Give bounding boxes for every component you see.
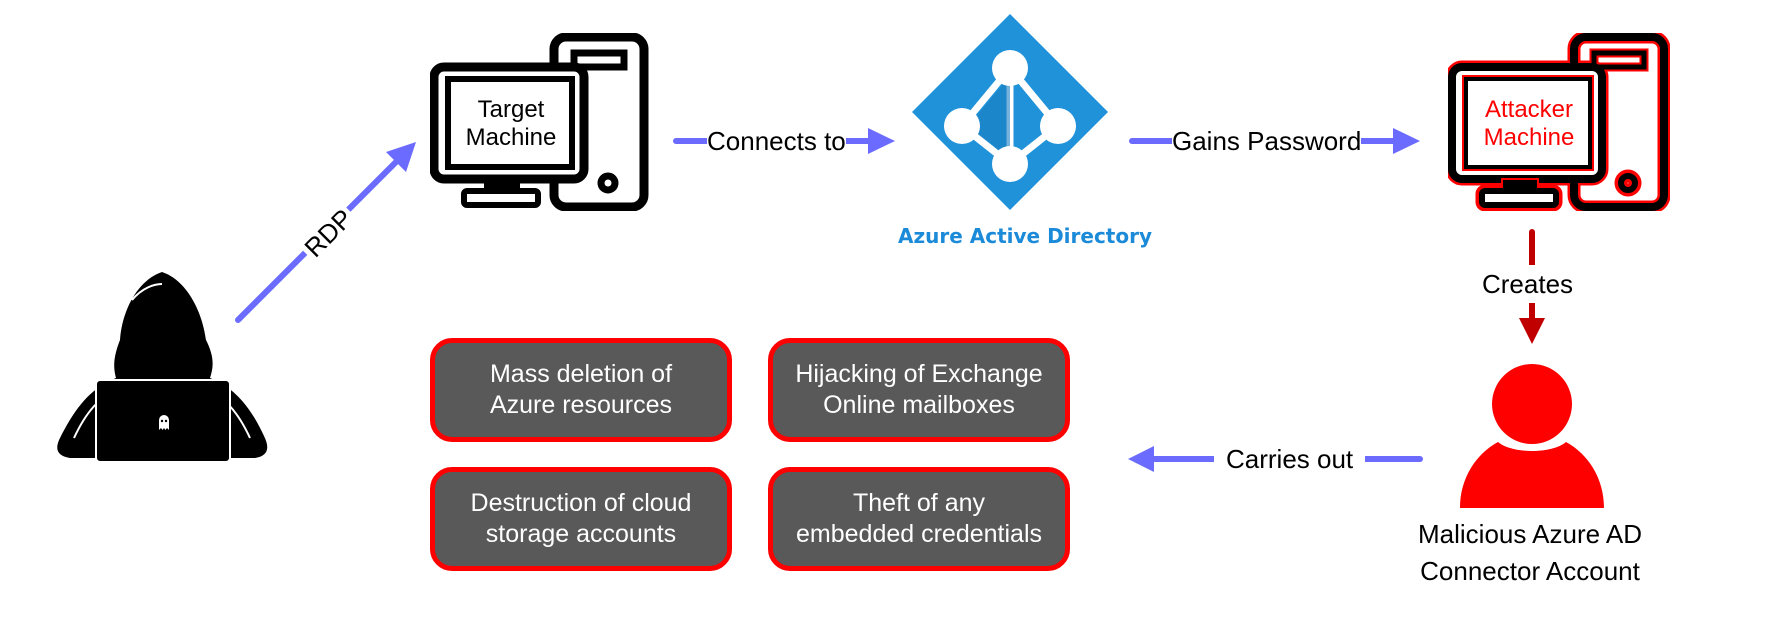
azure-ad-label: Azure Active Directory [898,224,1153,248]
impact-box: Destruction of cloud storage accounts [430,467,732,571]
label-line: Malicious Azure AD [1418,519,1642,549]
ghost-logo-icon [159,415,169,430]
label-line: Machine [465,124,557,151]
impact-text: Mass deletion of [489,360,673,388]
impact-box: Theft of any embedded credentials [768,467,1070,571]
impact-text: Theft of any [852,489,986,517]
connects-to-label: Connects to [707,126,846,156]
impact-text: Hijacking of Exchange [795,360,1043,388]
impact-text: Destruction of cloud [470,489,692,517]
malicious-account-label: Malicious Azure AD Connector Account [1380,516,1680,590]
impact-text: embedded credentials [796,520,1042,548]
label-line: Connector Account [1420,556,1640,586]
impact-text: Azure resources [489,391,672,419]
desktop-computer-icon [430,33,649,211]
creates-label: Creates [1482,265,1574,303]
impact-text: Online mailboxes [823,391,1015,419]
user-icon [1460,364,1604,508]
impact-text: storage accounts [485,520,677,548]
azure-active-directory-icon [912,14,1108,210]
impact-box: Mass deletion of Azure resources [430,338,732,442]
label-line: Attacker [1484,96,1574,123]
desktop-computer-icon [1448,33,1670,211]
carries-out-label: Carries out [1214,444,1366,474]
label-line: Target [477,96,545,123]
target-machine-label: Target Machine [450,96,572,152]
gains-password-label: Gains Password [1172,126,1362,156]
attacker-machine-label: Attacker Machine [1468,96,1590,152]
label-line: Machine [1483,124,1575,151]
hooded-hacker-with-laptop-icon [57,272,268,463]
